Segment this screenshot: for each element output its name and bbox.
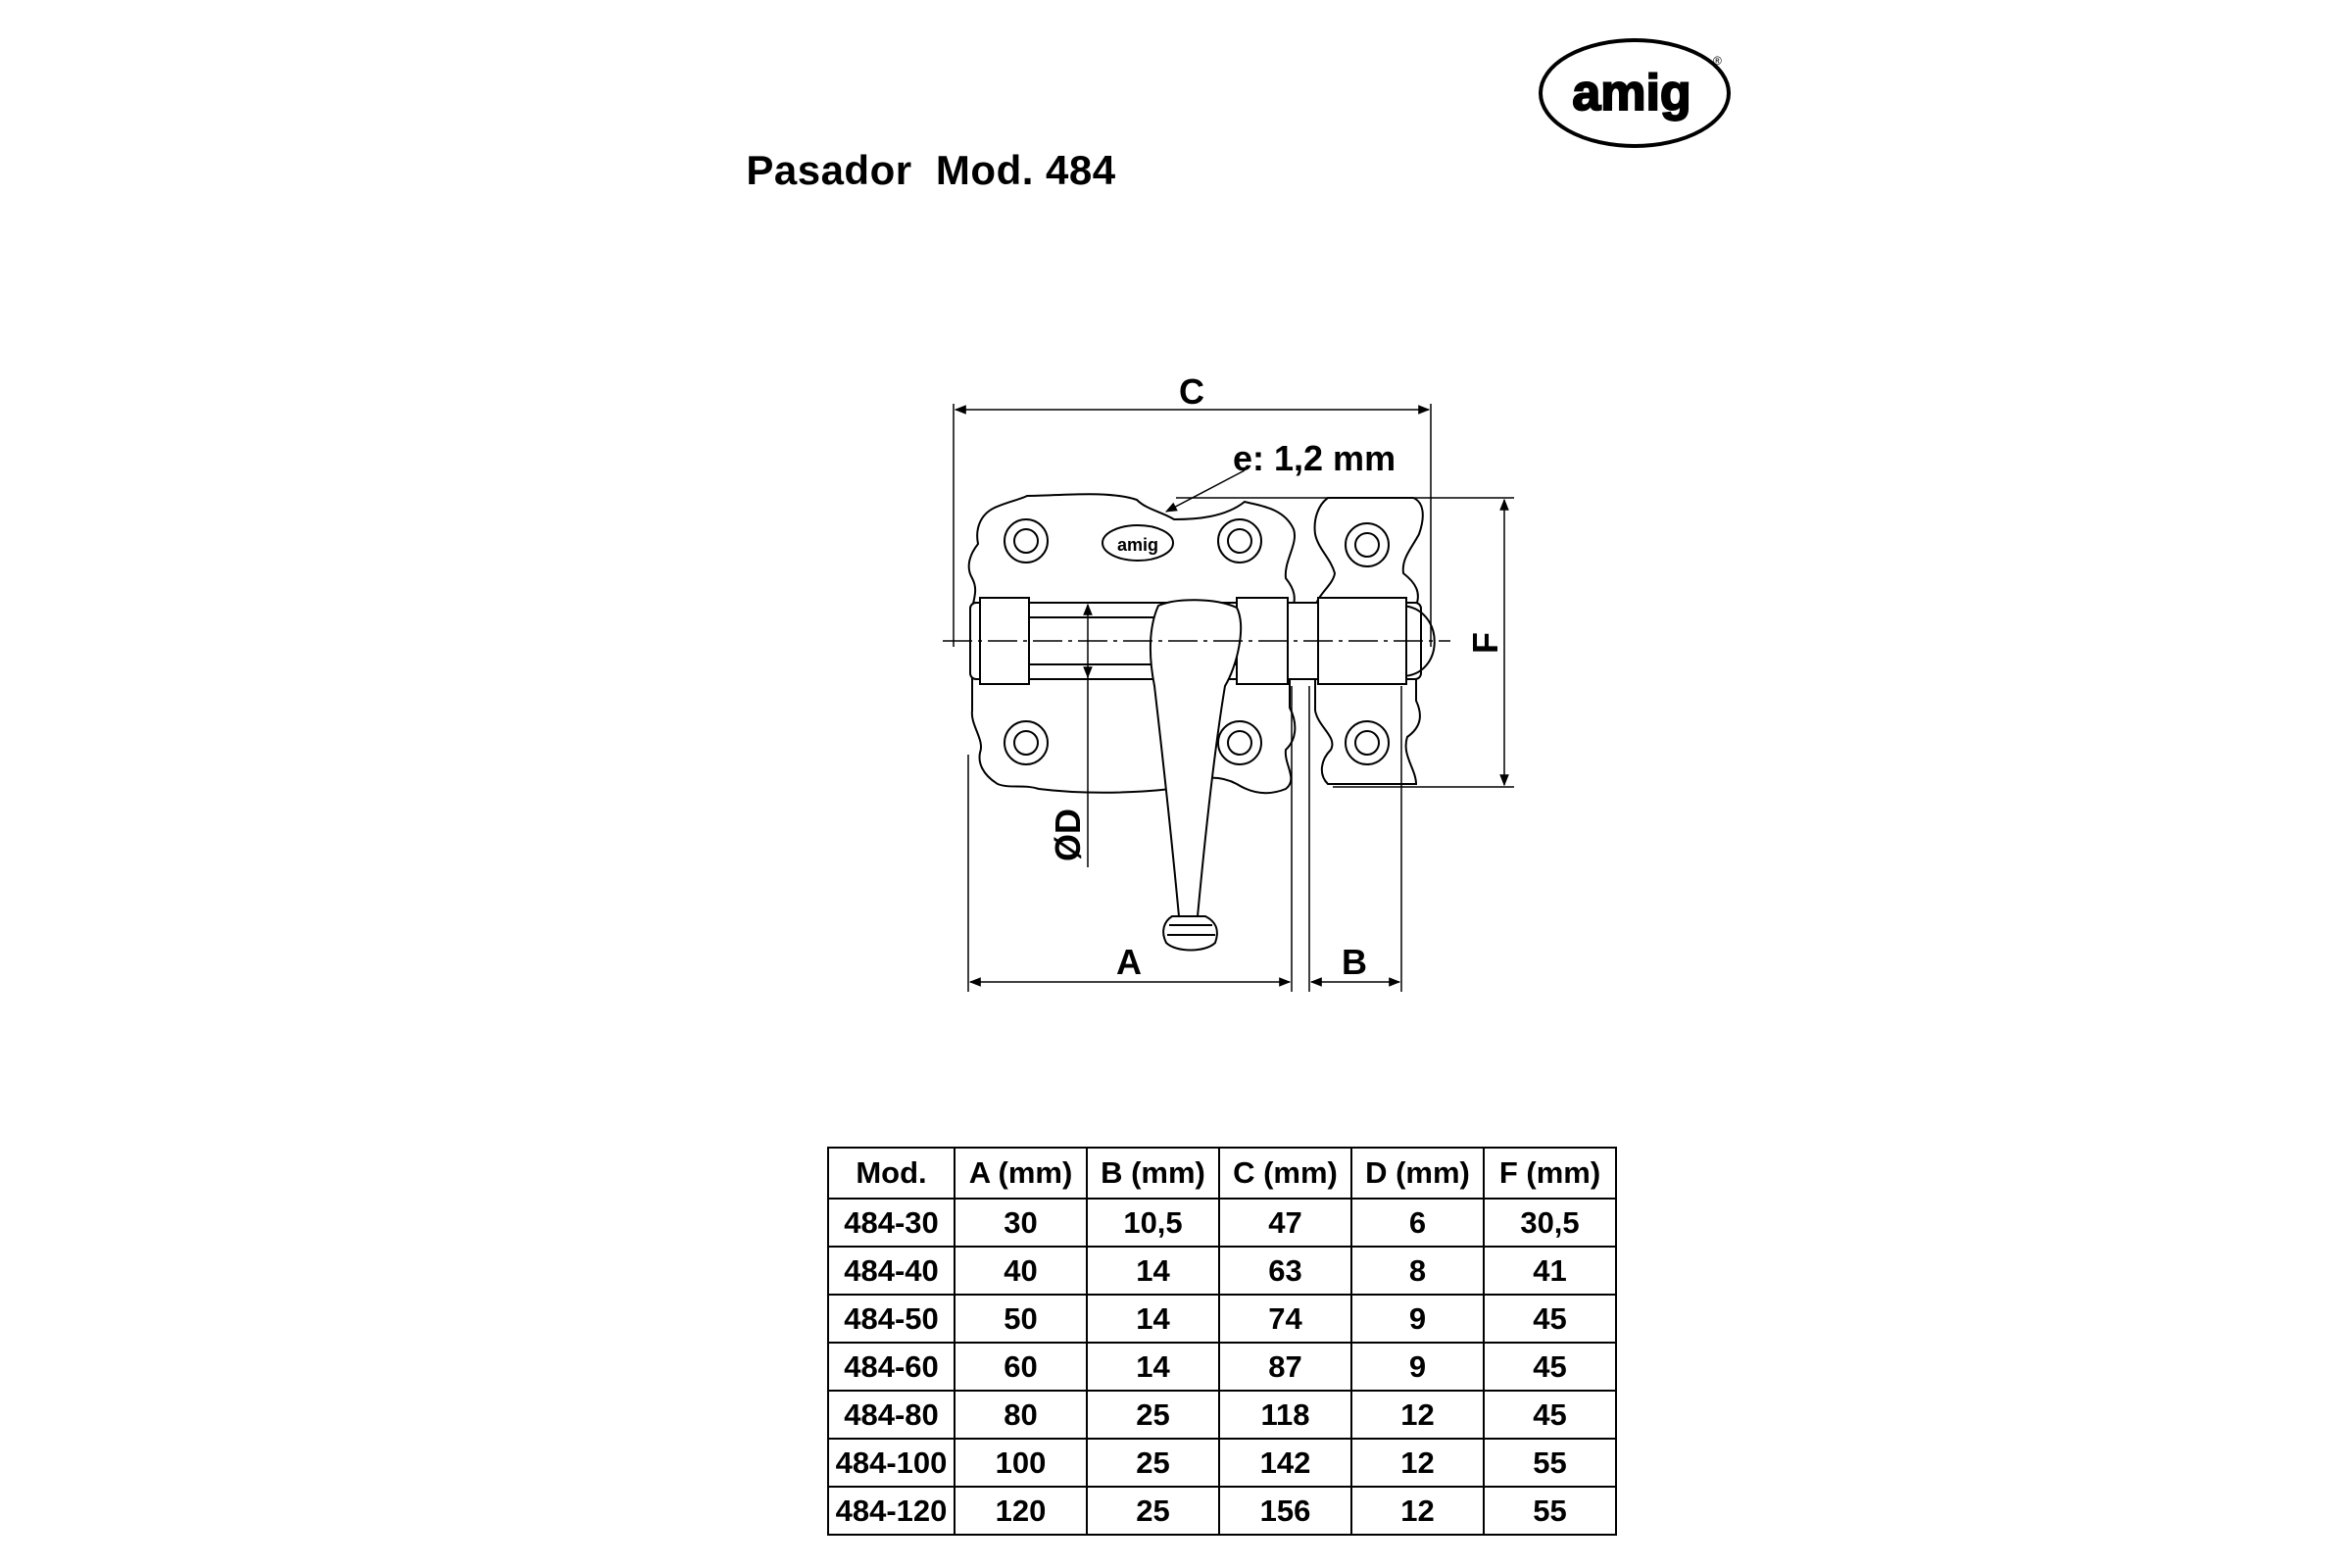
cell-b: 25: [1086, 1438, 1220, 1488]
label-thickness: e: 1,2 mm: [1233, 438, 1396, 478]
cell-d: 9: [1350, 1294, 1485, 1344]
cell-d: 6: [1350, 1198, 1485, 1248]
label-b: B: [1342, 942, 1367, 982]
table-header-row: Mod. A (mm) B (mm) C (mm) D (mm) F (mm): [827, 1147, 1617, 1200]
cell-c: 63: [1218, 1246, 1352, 1296]
amig-logo: amig ®: [1539, 38, 1731, 148]
cell-d: 9: [1350, 1342, 1485, 1392]
cell-c: 87: [1218, 1342, 1352, 1392]
label-f: F: [1465, 632, 1505, 654]
plate-logo-oval: [1102, 524, 1174, 562]
cell-mod: 484-40: [827, 1246, 956, 1296]
cell-b: 10,5: [1086, 1198, 1220, 1248]
header-b: B (mm): [1086, 1147, 1220, 1200]
cell-a: 30: [954, 1198, 1088, 1248]
cell-f: 45: [1483, 1342, 1617, 1392]
screw-hole-top-right: [1217, 518, 1262, 564]
cell-f: 55: [1483, 1486, 1617, 1536]
header-a: A (mm): [954, 1147, 1088, 1200]
logo-text: amig: [1572, 65, 1690, 122]
header-f: F (mm): [1483, 1147, 1617, 1200]
label-d: ØD: [1048, 808, 1088, 861]
cell-d: 12: [1350, 1390, 1485, 1440]
screw-hole-keeper-bottom: [1345, 720, 1390, 765]
cell-f: 45: [1483, 1390, 1617, 1440]
cell-c: 47: [1218, 1198, 1352, 1248]
header-c: C (mm): [1218, 1147, 1352, 1200]
cell-f: 55: [1483, 1438, 1617, 1488]
cell-mod: 484-80: [827, 1390, 956, 1440]
keeper-plate: [1313, 497, 1424, 785]
cell-b: 14: [1086, 1246, 1220, 1296]
cell-mod: 484-30: [827, 1198, 956, 1248]
label-a: A: [1116, 942, 1142, 982]
cell-b: 14: [1086, 1294, 1220, 1344]
cell-f: 41: [1483, 1246, 1617, 1296]
screw-hole-top-left: [1004, 518, 1049, 564]
cell-c: 142: [1218, 1438, 1352, 1488]
dimensions-table: Mod. A (mm) B (mm) C (mm) D (mm) F (mm) …: [827, 1147, 1617, 1536]
cell-c: 118: [1218, 1390, 1352, 1440]
bolt-tip: [1400, 605, 1436, 677]
bolt-handle: [1149, 599, 1243, 917]
cell-c: 156: [1218, 1486, 1352, 1536]
table-row: 484-50 50 14 74 9 45: [827, 1294, 1617, 1344]
plate-logo-text: amig: [1117, 535, 1158, 555]
screw-hole-bottom-left: [1004, 720, 1049, 765]
screw-hole-keeper-top: [1345, 522, 1390, 567]
registered-mark: ®: [1713, 54, 1722, 68]
table-row: 484-30 30 10,5 47 6 30,5: [827, 1198, 1617, 1248]
main-plate: [967, 493, 1297, 795]
cell-f: 30,5: [1483, 1198, 1617, 1248]
table-row: 484-80 80 25 118 12 45: [827, 1390, 1617, 1440]
technical-drawing: C e: 1,2 mm F ØD A B amig: [943, 371, 1514, 992]
cell-b: 14: [1086, 1342, 1220, 1392]
cell-mod: 484-120: [827, 1486, 956, 1536]
cell-f: 45: [1483, 1294, 1617, 1344]
cell-a: 60: [954, 1342, 1088, 1392]
header-mod: Mod.: [827, 1147, 956, 1200]
cell-a: 120: [954, 1486, 1088, 1536]
table-row: 484-40 40 14 63 8 41: [827, 1246, 1617, 1296]
cell-d: 12: [1350, 1438, 1485, 1488]
screw-hole-bottom-right: [1217, 720, 1262, 765]
label-c: C: [1179, 371, 1204, 412]
cell-a: 80: [954, 1390, 1088, 1440]
cell-b: 25: [1086, 1390, 1220, 1440]
handle-knob: [1162, 915, 1218, 952]
table-row: 484-60 60 14 87 9 45: [827, 1342, 1617, 1392]
thickness-leader: [1164, 469, 1246, 513]
cell-mod: 484-60: [827, 1342, 956, 1392]
cell-a: 100: [954, 1438, 1088, 1488]
cell-a: 50: [954, 1294, 1088, 1344]
header-d: D (mm): [1350, 1147, 1485, 1200]
cell-d: 8: [1350, 1246, 1485, 1296]
cell-c: 74: [1218, 1294, 1352, 1344]
cell-b: 25: [1086, 1486, 1220, 1536]
cell-a: 40: [954, 1246, 1088, 1296]
cell-mod: 484-50: [827, 1294, 956, 1344]
cell-mod: 484-100: [827, 1438, 956, 1488]
cell-d: 12: [1350, 1486, 1485, 1536]
table-row: 484-100 100 25 142 12 55: [827, 1438, 1617, 1488]
table-row: 484-120 120 25 156 12 55: [827, 1486, 1617, 1536]
page-title: Pasador Mod. 484: [746, 147, 1116, 193]
